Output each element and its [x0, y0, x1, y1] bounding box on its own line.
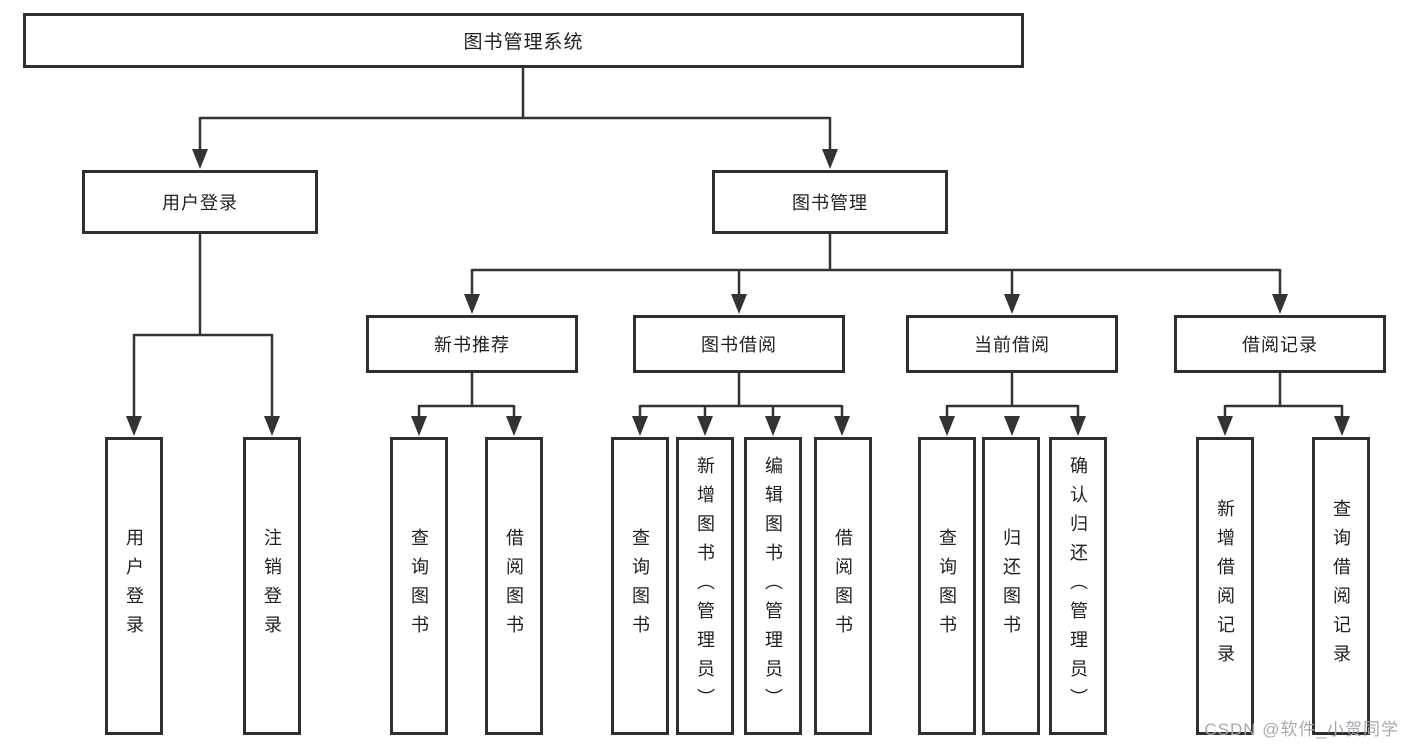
- leaf-add-borrow-record-label: 新增借阅记录: [1215, 499, 1235, 673]
- node-borrow-records: 借阅记录: [1174, 315, 1386, 373]
- node-new-book-recommend-label: 新书推荐: [434, 335, 510, 355]
- leaf-add-book-admin-label: 新增图书（管理员）: [695, 455, 715, 717]
- node-user-login-label: 用户登录: [162, 193, 238, 213]
- node-root-label: 图书管理系统: [463, 32, 584, 53]
- leaf-edit-book-admin-label: 编辑图书（管理员）: [763, 455, 783, 717]
- leaf-query-books-recommend-label: 查询图书: [409, 528, 429, 644]
- leaf-logout-label: 注销登录: [262, 528, 282, 644]
- leaf-query-books-current-label: 查询图书: [937, 528, 957, 644]
- leaf-query-borrow-record-label: 查询借阅记录: [1331, 499, 1351, 673]
- leaf-query-books-recommend: 查询图书: [390, 437, 448, 735]
- leaf-query-books-borrow: 查询图书: [611, 437, 669, 735]
- node-root-system: 图书管理系统: [23, 13, 1024, 68]
- node-user-login: 用户登录: [82, 170, 318, 234]
- leaf-user-login-label: 用户登录: [124, 528, 144, 644]
- node-current-borrow: 当前借阅: [906, 315, 1118, 373]
- leaf-return-book: 归还图书: [982, 437, 1040, 735]
- leaf-edit-book-admin: 编辑图书（管理员）: [744, 437, 802, 735]
- leaf-add-borrow-record: 新增借阅记录: [1196, 437, 1254, 735]
- leaf-borrow-books-recommend-label: 借阅图书: [504, 528, 524, 644]
- node-book-management: 图书管理: [712, 170, 948, 234]
- leaf-user-login: 用户登录: [105, 437, 163, 735]
- leaf-query-books-current: 查询图书: [918, 437, 976, 735]
- leaf-add-book-admin: 新增图书（管理员）: [676, 437, 734, 735]
- leaf-borrow-books-recommend: 借阅图书: [485, 437, 543, 735]
- leaf-confirm-return-admin-label: 确认归还（管理员）: [1068, 455, 1088, 717]
- leaf-query-books-borrow-label: 查询图书: [630, 528, 650, 644]
- node-book-management-label: 图书管理: [792, 193, 868, 213]
- leaf-logout: 注销登录: [243, 437, 301, 735]
- node-new-book-recommend: 新书推荐: [366, 315, 578, 373]
- node-book-borrow-label: 图书借阅: [701, 335, 777, 355]
- leaf-borrow-book: 借阅图书: [814, 437, 872, 735]
- node-book-borrow: 图书借阅: [633, 315, 845, 373]
- leaf-query-borrow-record: 查询借阅记录: [1312, 437, 1370, 735]
- watermark: CSDN @软件_小贺同学: [1204, 720, 1399, 739]
- leaf-return-book-label: 归还图书: [1001, 528, 1021, 644]
- leaf-borrow-book-label: 借阅图书: [833, 528, 853, 644]
- node-borrow-records-label: 借阅记录: [1242, 335, 1318, 355]
- leaf-confirm-return-admin: 确认归还（管理员）: [1049, 437, 1107, 735]
- node-current-borrow-label: 当前借阅: [974, 335, 1050, 355]
